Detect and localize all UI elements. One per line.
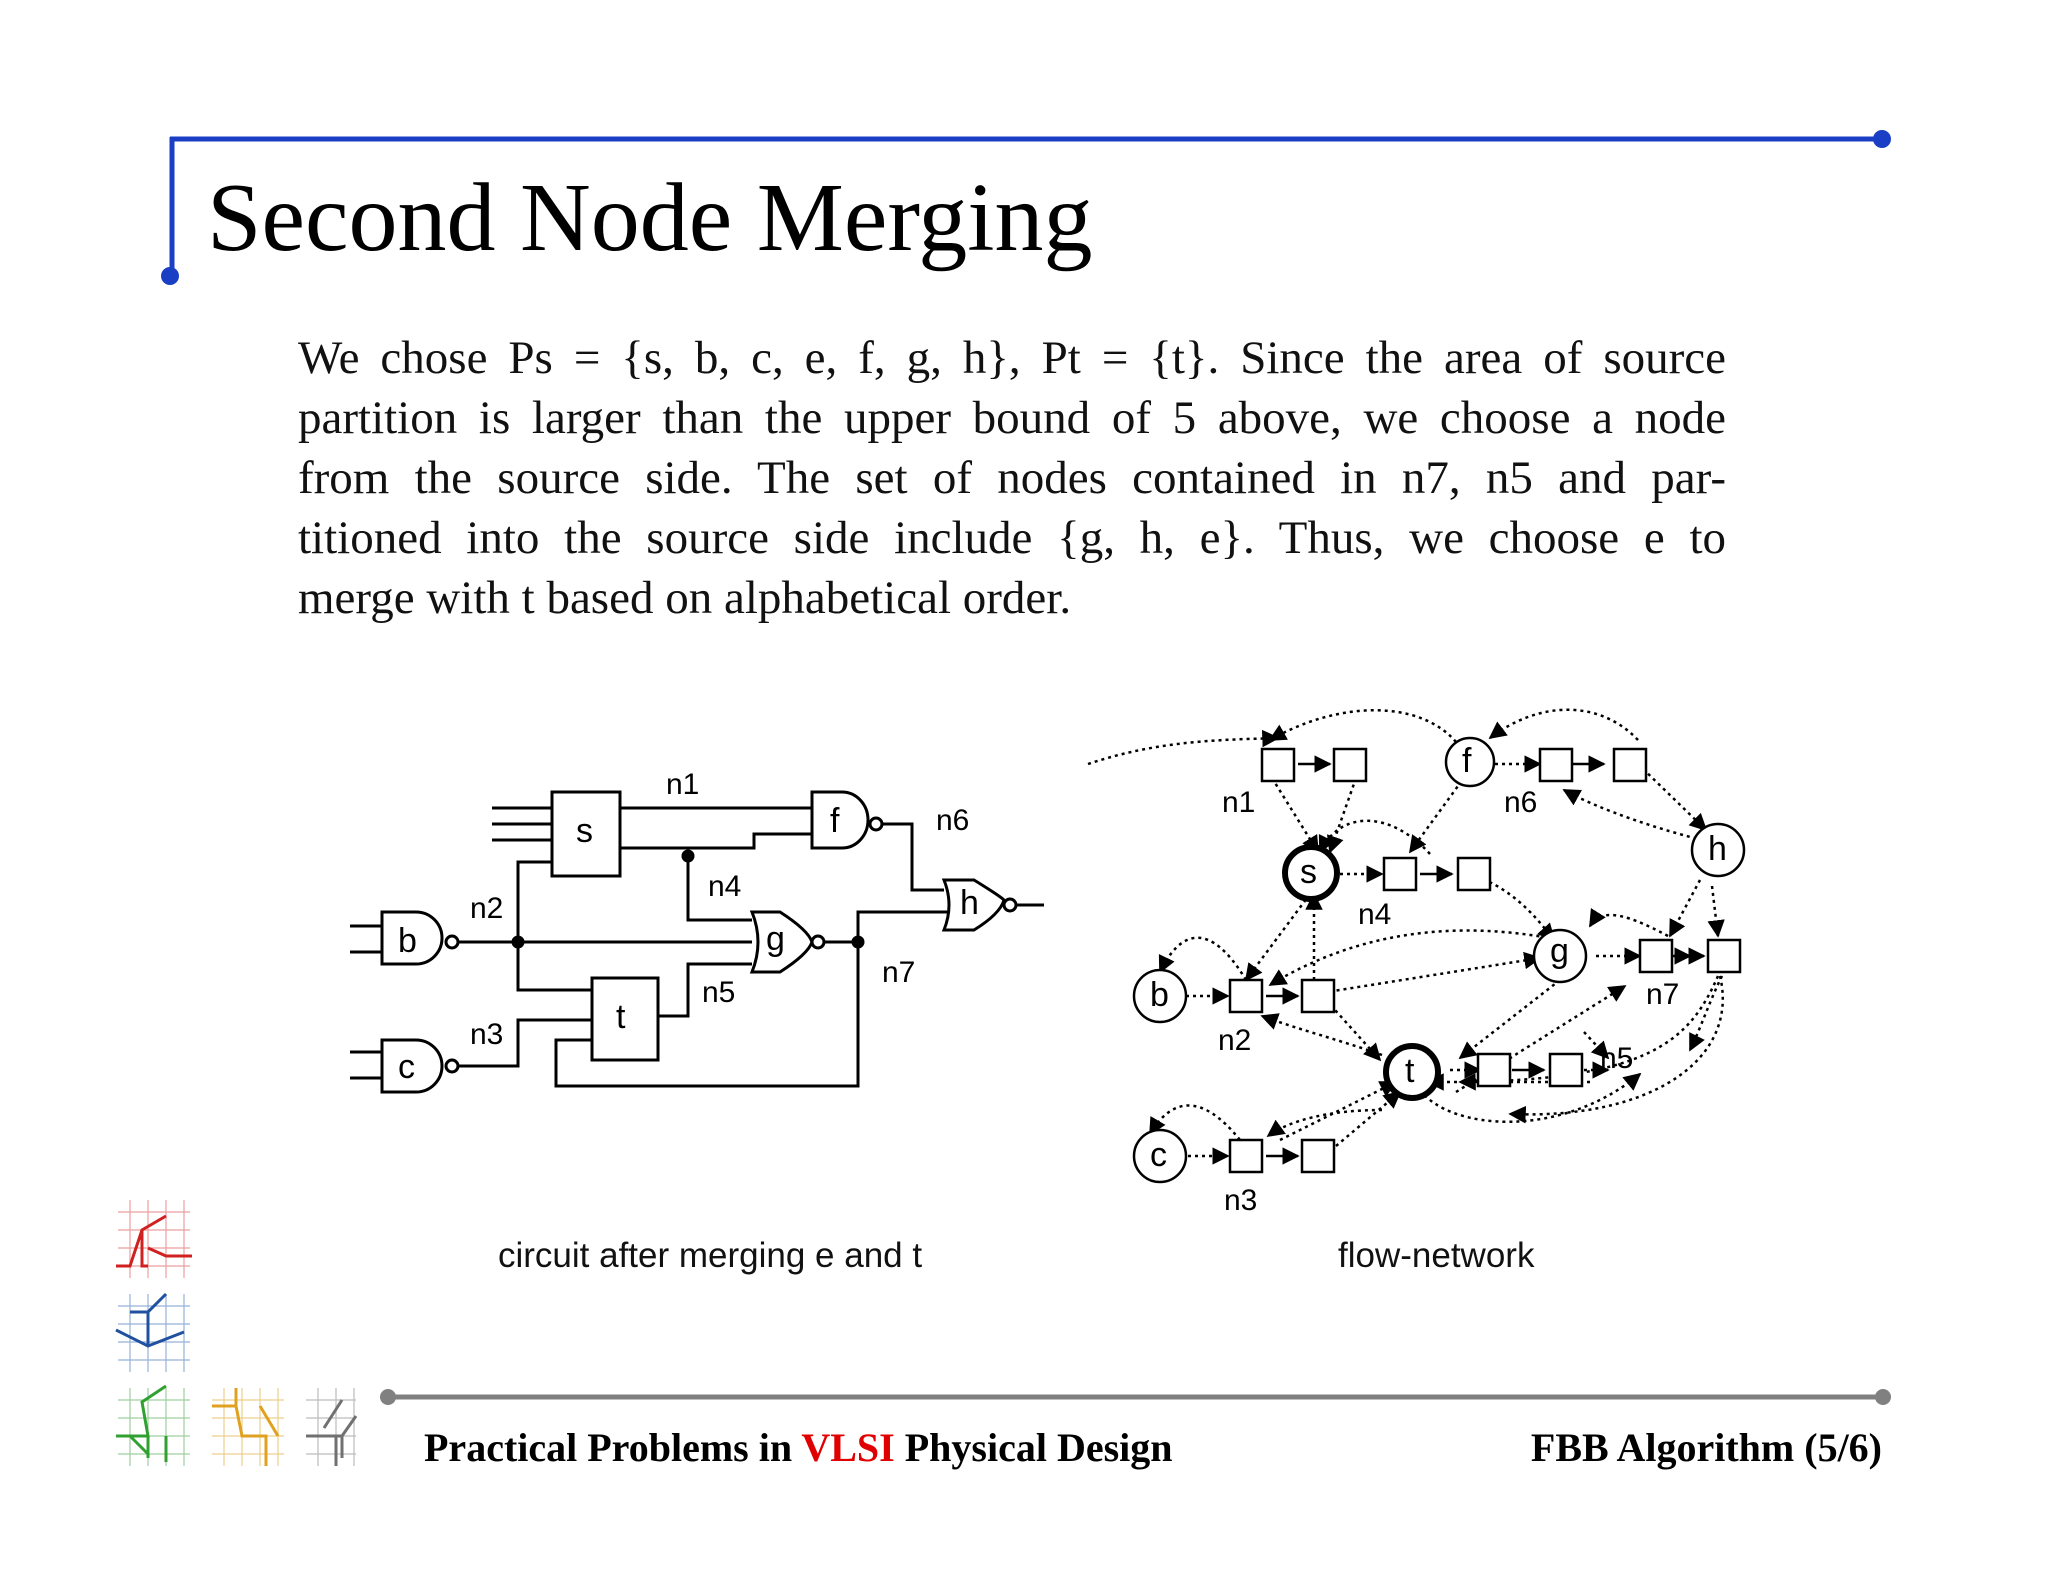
gate-s (550, 790, 622, 878)
node-label-b: b (1150, 976, 1169, 1014)
gate-b (380, 910, 444, 966)
body-paragraph: We chose Ps = {s, b, c, e, f, g, h}, Pt … (298, 328, 1726, 628)
gate-label-b: b (398, 922, 417, 960)
net-label-n2: n2 (470, 892, 504, 925)
node-label-f: f (1462, 742, 1472, 780)
n5-box-a (1476, 1052, 1512, 1088)
footer-course-title: Practical Problems in VLSI Physical Desi… (424, 1424, 1173, 1471)
footer-suffix: Physical Design (894, 1425, 1173, 1470)
net-label-n4: n4 (708, 870, 742, 903)
node-g (1532, 928, 1588, 984)
paragraph-line: merge with t based on alphabetical order… (298, 572, 1072, 624)
n3-box-b (1300, 1138, 1336, 1174)
footer-highlight: VLSI (801, 1425, 895, 1470)
gate-label-g: g (766, 920, 785, 958)
gate-label-s: s (576, 812, 593, 850)
gate-g (749, 910, 814, 974)
net-label-n7: n7 (1646, 978, 1680, 1011)
gate-f (810, 790, 870, 850)
node-c (1132, 1128, 1188, 1184)
n5-box-b (1548, 1052, 1584, 1088)
node-t (1383, 1043, 1441, 1101)
n2-box-b (1300, 978, 1336, 1014)
net-label-n4: n4 (1358, 898, 1392, 931)
n1-box-b (1332, 747, 1368, 783)
routing-grid-logo-icon (115, 1200, 358, 1466)
n2-box-a (1228, 978, 1264, 1014)
node-b (1132, 968, 1188, 1024)
net-label-n5: n5 (1600, 1042, 1634, 1075)
footer-prefix: Practical Problems in (424, 1425, 802, 1470)
net-label-n1: n1 (1222, 786, 1256, 819)
gate-c (380, 1038, 444, 1094)
n4-box-b (1456, 856, 1492, 892)
node-label-s: s (1300, 853, 1317, 891)
paragraph-line: titioned into the source side include {g… (298, 512, 1726, 564)
circuit-caption: circuit after merging e and t (498, 1236, 923, 1275)
n7-box-a (1638, 938, 1674, 974)
gate-label-f: f (830, 802, 840, 840)
gate-label-h: h (960, 884, 979, 922)
paragraph-line: from the source side. The set of nodes c… (298, 452, 1726, 504)
node-label-t: t (1405, 1052, 1415, 1090)
node-s (1282, 844, 1340, 902)
net-label-n3: n3 (470, 1018, 504, 1051)
net-label-n3: n3 (1224, 1184, 1258, 1217)
n1-box-a (1260, 747, 1296, 783)
paragraph-line: partition is larger than the upper bound… (298, 392, 1726, 444)
paragraph-line: We chose Ps = {s, b, c, e, f, g, h}, Pt … (298, 332, 1726, 384)
node-label-g: g (1550, 932, 1569, 970)
n7-box-b (1706, 938, 1742, 974)
node-label-c: c (1150, 1136, 1167, 1174)
net-label-n7: n7 (882, 956, 916, 989)
page-title: Second Node Merging (207, 164, 1093, 272)
n3-box-a (1228, 1138, 1264, 1174)
net-label-n1: n1 (666, 768, 700, 801)
flow-network-caption: flow-network (1338, 1236, 1535, 1275)
node-h (1690, 822, 1746, 878)
gate-label-t: t (616, 998, 626, 1036)
net-label-n6: n6 (1504, 786, 1538, 819)
n6-box-b (1612, 747, 1648, 783)
footer-slide-label: FBB Algorithm (5/6) (1530, 1425, 1882, 1470)
node-f (1444, 736, 1496, 788)
net-label-n6: n6 (936, 804, 970, 837)
net-label-n2: n2 (1218, 1024, 1252, 1057)
n4-box-a (1382, 856, 1418, 892)
gate-h (941, 878, 1006, 932)
gate-label-c: c (398, 1048, 415, 1086)
node-label-h: h (1708, 830, 1727, 868)
net-label-n5: n5 (702, 976, 736, 1009)
n6-box-a (1538, 747, 1574, 783)
